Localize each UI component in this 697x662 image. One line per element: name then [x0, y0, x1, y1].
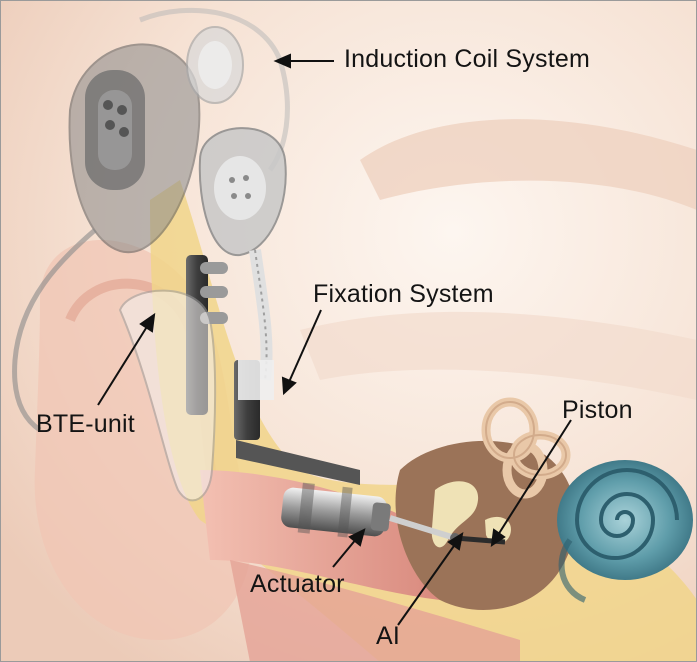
- label-induction-coil-system: Induction Coil System: [344, 47, 590, 72]
- label-ai: AI: [376, 624, 400, 649]
- label-bte-unit: BTE-unit: [36, 412, 135, 437]
- label-piston: Piston: [562, 398, 633, 423]
- label-fixation-system: Fixation System: [313, 282, 494, 307]
- label-actuator: Actuator: [250, 572, 345, 597]
